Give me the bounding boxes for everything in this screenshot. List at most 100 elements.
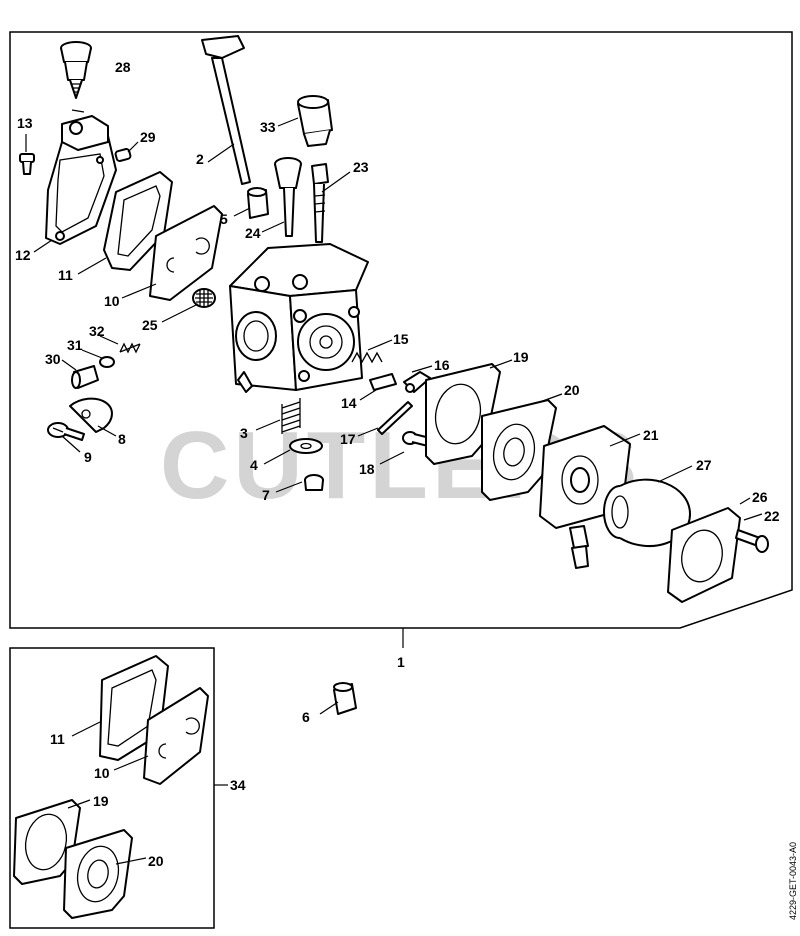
callout-22: 22	[743, 508, 780, 524]
callout-label-2: 2	[196, 151, 204, 167]
callout-10: 10	[104, 283, 157, 309]
part-11-gasket	[103, 171, 173, 271]
part-20-diaphragm	[481, 399, 557, 501]
callout-leader-6	[319, 701, 339, 715]
callout-28: 28	[71, 59, 131, 113]
callout-label-4: 4	[250, 457, 258, 473]
callout-label-19: 19	[513, 349, 529, 365]
callout-label-7: 7	[262, 487, 270, 503]
carburetor-body	[229, 243, 369, 393]
part-12-cover	[45, 115, 117, 245]
part-22-screw	[735, 529, 769, 553]
callout-label-20: 20	[564, 382, 580, 398]
callout-label-33: 33	[260, 119, 276, 135]
part-25-screen	[192, 288, 216, 308]
callout-leader-26	[739, 497, 751, 505]
part-8-plate	[69, 397, 113, 433]
callout-label-31: 31	[67, 337, 83, 353]
kit-frame	[9, 647, 215, 929]
callout-leader-32	[99, 335, 119, 345]
part-33-cap	[297, 95, 333, 147]
callout-leader-15	[367, 339, 393, 351]
callout-label-k19: 19	[93, 793, 109, 809]
callout-19: 19	[489, 349, 529, 369]
callout-16: 16	[411, 357, 450, 373]
callout-label-26: 26	[752, 489, 768, 505]
callout-k19: 19	[67, 793, 109, 809]
callout-leader-5	[233, 207, 251, 217]
callout-15: 15	[367, 331, 409, 351]
callout-31: 31	[67, 337, 103, 359]
callout-leader-17	[357, 427, 379, 437]
callout-leader-9	[61, 435, 81, 453]
callout-label-k10: 10	[94, 765, 110, 781]
callout-label-29: 29	[140, 129, 156, 145]
callout-label-27: 27	[696, 457, 712, 473]
callout-label-15: 15	[393, 331, 409, 347]
callout-leader-k20	[115, 857, 147, 865]
part-24-screw	[274, 157, 302, 237]
part-28-adjusting-screw	[60, 41, 92, 99]
assembly-frame	[9, 31, 793, 629]
callout-leader-29	[127, 141, 139, 153]
callout-leader-k10	[113, 755, 149, 771]
kit-part-20-diaphragm	[63, 829, 133, 919]
assembly-label: 1	[397, 654, 405, 670]
callout-5: 5	[220, 207, 251, 227]
callout-label-16: 16	[434, 357, 450, 373]
callout-leader-4	[263, 449, 291, 465]
part-32-spring	[119, 342, 141, 354]
callout-leader-16	[411, 365, 433, 373]
callout-leader-7	[275, 481, 303, 493]
part-29-plug	[114, 148, 132, 162]
callout-leader-22	[743, 513, 763, 521]
callout-k20: 20	[115, 853, 164, 869]
callout-label-5: 5	[220, 211, 228, 227]
part-17-pin	[377, 401, 413, 435]
callout-label-6: 6	[302, 709, 310, 725]
callout-33: 33	[260, 117, 299, 135]
part-23-screw	[311, 163, 329, 243]
part-2-shaft	[201, 35, 251, 185]
callout-leader-12	[33, 239, 53, 253]
drawing-code: 4229-GET-0043-A0	[788, 842, 798, 920]
callout-12: 12	[15, 239, 53, 263]
callout-label-30: 30	[45, 351, 61, 367]
part-26-plate	[667, 507, 741, 603]
part-13-screw	[19, 153, 35, 175]
callout-leader-28	[71, 109, 85, 113]
callout-leader-3	[255, 419, 281, 431]
callout-17: 17	[340, 427, 379, 447]
callout-14: 14	[341, 389, 377, 411]
callout-label-11: 11	[58, 267, 73, 283]
callout-leader-24	[261, 221, 285, 233]
callout-leader-30	[61, 359, 77, 371]
callout-leader-23	[321, 171, 351, 193]
callout-leader-27	[657, 465, 693, 483]
callout-label-24: 24	[245, 225, 261, 241]
callout-24: 24	[245, 221, 285, 241]
callout-label-18: 18	[359, 461, 375, 477]
part-6-sleeve	[333, 682, 357, 715]
callout-k11: 11	[50, 721, 101, 747]
callout-32: 32	[89, 323, 119, 345]
callout-label-10: 10	[104, 293, 120, 309]
callout-leader-18	[379, 451, 405, 465]
callout-label-21: 21	[643, 427, 659, 443]
callout-leader-33	[277, 117, 299, 127]
part-31-oring	[99, 356, 115, 368]
callout-k10: 10	[94, 755, 149, 781]
callout-label-12: 12	[15, 247, 31, 263]
callout-21: 21	[609, 427, 659, 447]
callout-label-3: 3	[240, 425, 248, 441]
callout-label-14: 14	[341, 395, 357, 411]
callout-26: 26	[739, 489, 768, 505]
part-5-sleeve	[247, 187, 269, 219]
callout-label-28: 28	[115, 59, 131, 75]
callout-leader-19	[489, 359, 513, 369]
part-10-diaphragm	[149, 205, 223, 301]
part-16-lever	[403, 371, 431, 393]
callout-label-32: 32	[89, 323, 105, 339]
